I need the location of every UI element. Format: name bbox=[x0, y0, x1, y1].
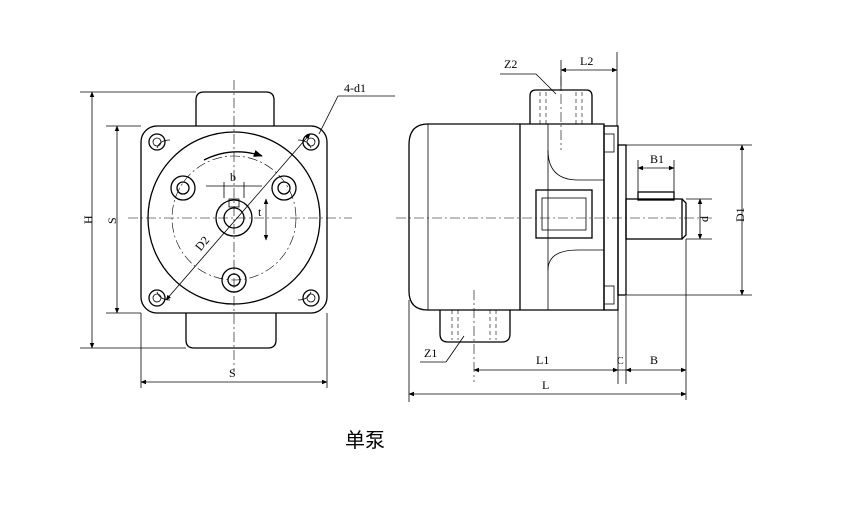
side-view: Z2 L2 B1 d D1 Z1 L1 C B bbox=[396, 52, 752, 402]
corner-hole bbox=[148, 289, 166, 307]
bolt-hole bbox=[170, 175, 196, 201]
L-label: L bbox=[542, 378, 549, 392]
S-horizontal-label: S bbox=[229, 366, 236, 380]
L1-label: L1 bbox=[536, 353, 549, 367]
Z2-label: Z2 bbox=[504, 57, 517, 71]
S-vertical-label: S bbox=[105, 217, 119, 224]
drive-shaft bbox=[625, 198, 683, 240]
d-label: d bbox=[697, 216, 711, 222]
B-label: B bbox=[650, 353, 658, 367]
shaft-key bbox=[637, 191, 675, 201]
B1-label: B1 bbox=[650, 152, 664, 166]
D1-label: D1 bbox=[733, 207, 747, 222]
Z1-label: Z1 bbox=[424, 346, 437, 360]
nameplate bbox=[535, 189, 593, 239]
4-d1-label: 4-d1 bbox=[344, 81, 366, 95]
b-label: b bbox=[230, 170, 236, 184]
t-label: t bbox=[258, 205, 262, 219]
L2-label: L2 bbox=[580, 54, 593, 68]
bottom-port-boss bbox=[185, 313, 277, 349]
caption: 单泵 bbox=[345, 428, 385, 452]
bolt-hole bbox=[271, 175, 297, 201]
pilot bbox=[617, 144, 627, 296]
rear-cap bbox=[408, 123, 520, 311]
top-port-boss bbox=[195, 91, 275, 126]
inlet-port bbox=[439, 310, 511, 343]
corner-hole bbox=[148, 133, 166, 151]
C-label: C bbox=[617, 356, 624, 367]
front-view: b t D2 4-d1 H S S bbox=[80, 80, 395, 388]
H-label: H bbox=[81, 215, 95, 224]
